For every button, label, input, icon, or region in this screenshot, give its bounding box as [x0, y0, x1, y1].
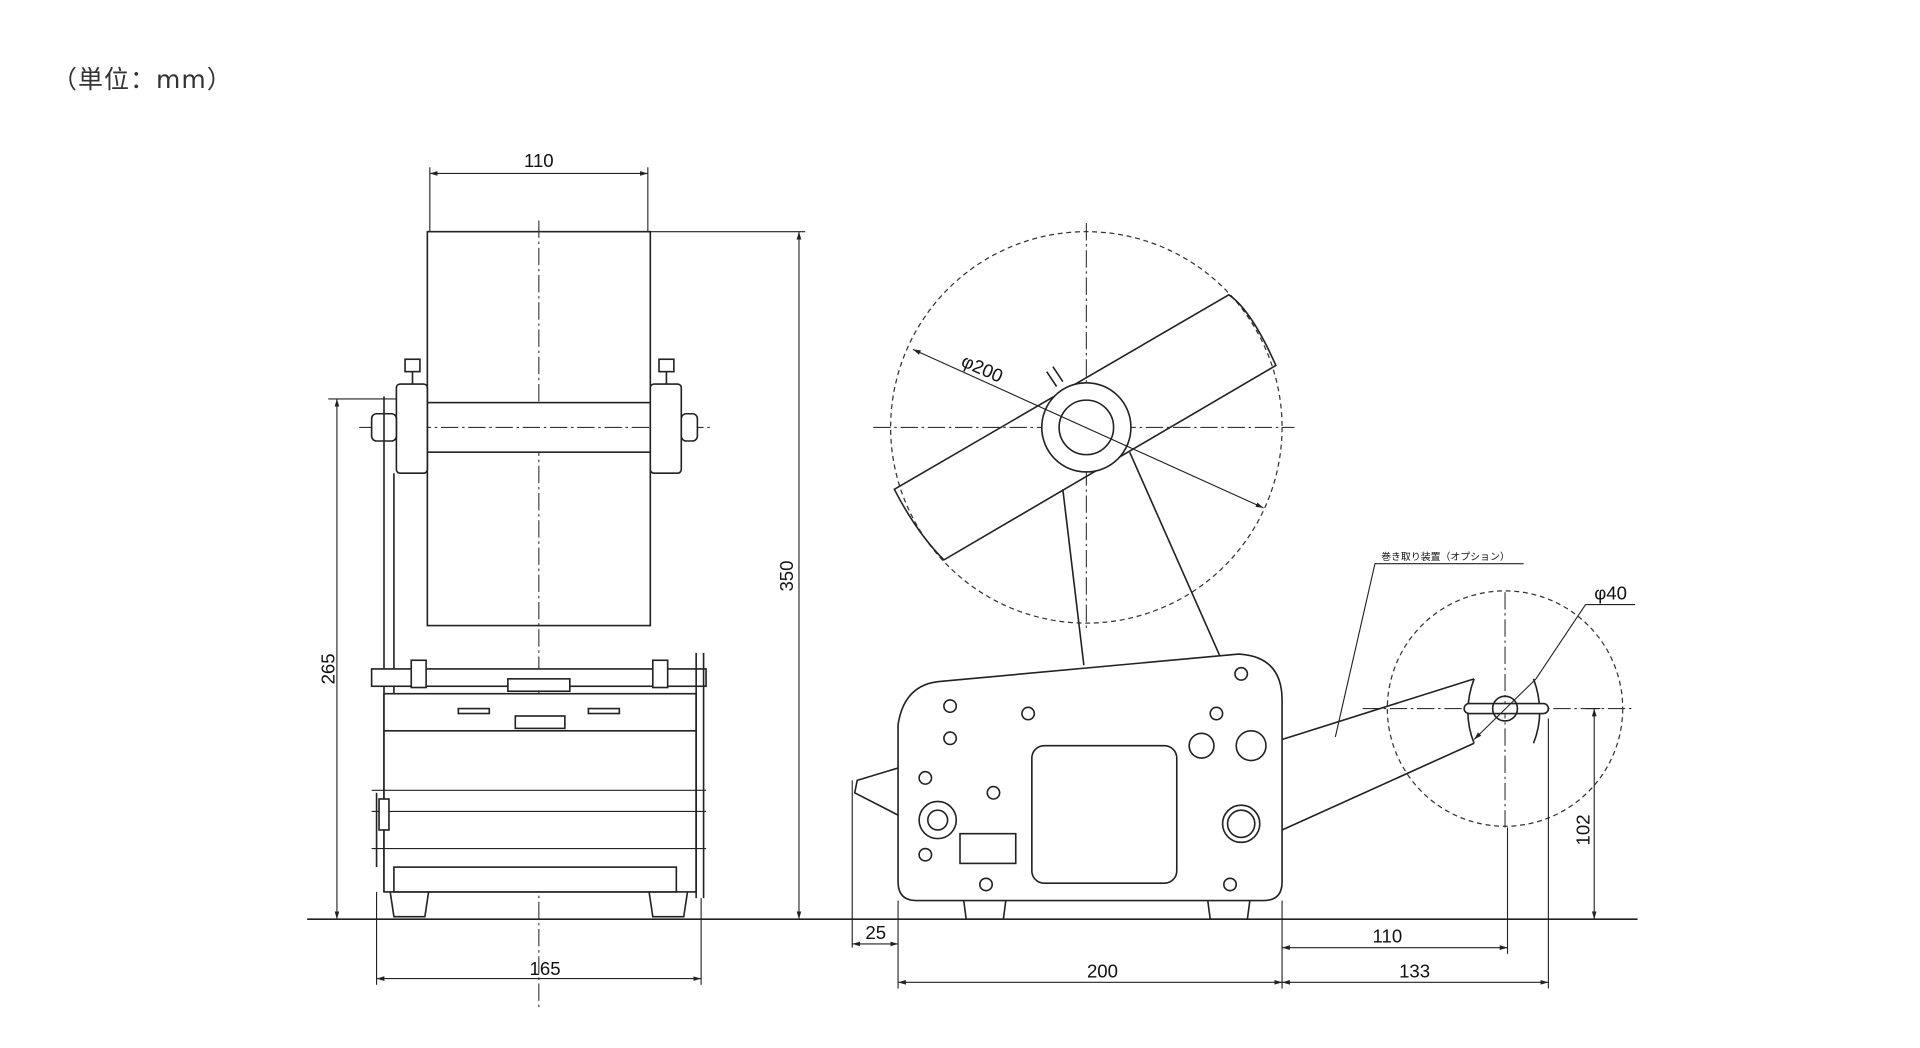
label-guide — [853, 767, 899, 816]
front-view: φ200 φ40 巻き取り装置（オプション） 102 25 200 — [851, 222, 1636, 989]
dim-rewinder-extent: 133 — [1399, 960, 1430, 981]
dim-rewinder-height: 102 — [1572, 814, 1593, 845]
dim-rewinder-center: 110 — [1373, 926, 1403, 947]
dim-overhang: 25 — [865, 922, 886, 943]
dim-rewinder-core: φ40 — [1594, 583, 1627, 604]
machine-body — [897, 653, 1283, 902]
label-roll-band — [893, 293, 1277, 561]
rewinder-label: 巻き取り装置（オプション） — [1381, 550, 1510, 563]
dim-body-length: 200 — [1087, 960, 1118, 981]
small-panel — [959, 832, 1017, 865]
foot-left — [389, 891, 430, 918]
dim-total-height: 350 — [776, 561, 797, 592]
unit-label: （単位：mm） — [52, 65, 233, 94]
screws — [918, 666, 1267, 892]
dim-roll-width: 110 — [524, 150, 554, 171]
dim-shaft-height: 265 — [317, 653, 338, 684]
display-panel — [1031, 744, 1178, 885]
foot-right — [648, 891, 689, 918]
side-view: 110 350 265 165 — [317, 150, 806, 1010]
knob-right — [658, 358, 675, 373]
dim-base-width: 165 — [530, 958, 561, 979]
knob-left — [404, 358, 421, 373]
